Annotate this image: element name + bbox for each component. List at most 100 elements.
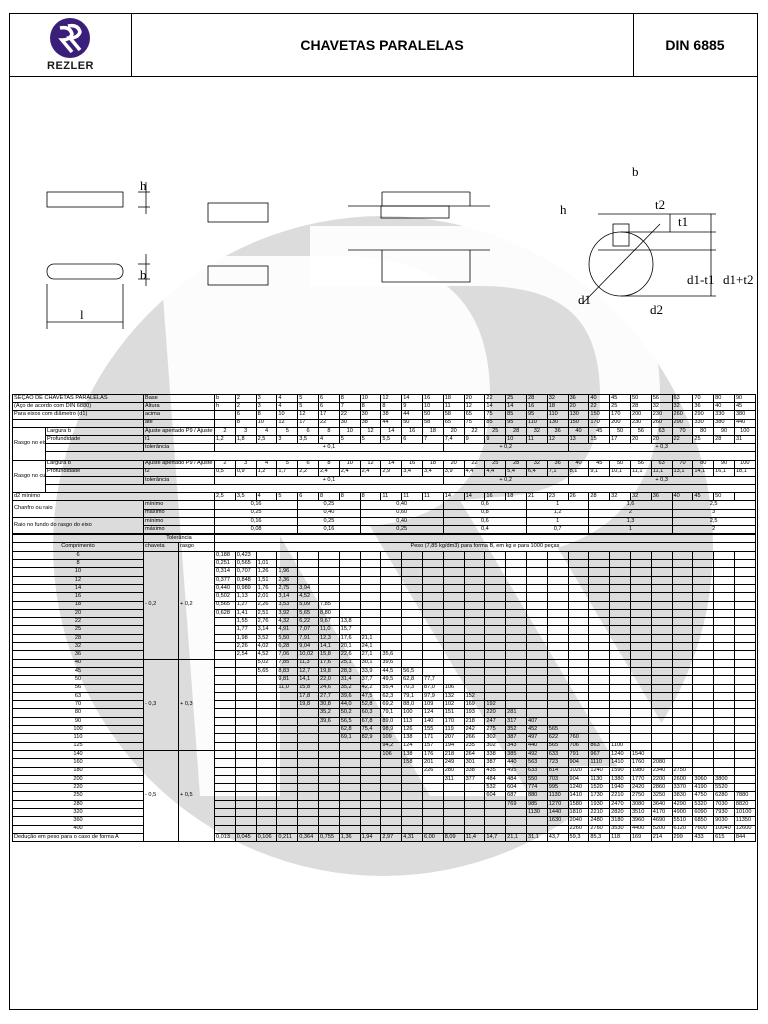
cell: 6,00 [421,832,444,843]
cell [442,807,465,818]
b-label-2: b [632,164,639,179]
cell: 495 [505,766,527,776]
cell [588,716,611,727]
cell [338,774,361,785]
cell: 1,7 [276,467,299,477]
cell [609,600,631,610]
cell [359,774,382,785]
cell: 62,3 [380,691,403,702]
cell: 7 [338,402,361,412]
cell: 3 [255,402,278,412]
cell [442,592,465,602]
cell [484,799,507,810]
cell [588,666,611,677]
cell [442,617,465,627]
cell [733,559,756,569]
cell [297,567,319,577]
cell [463,575,486,585]
t2-label: t2 [655,197,665,212]
cell: 36 [650,492,673,502]
cell: 622 [546,733,569,743]
cell: 21,1 [359,633,382,644]
cell [650,600,673,610]
cell [588,683,611,693]
cell: 301 [463,758,486,768]
cell [505,816,527,826]
cell [214,774,236,785]
cell [525,824,548,834]
cell: 44 [380,418,403,428]
cell [609,633,631,644]
cell [297,550,319,561]
cell [401,592,423,602]
cell: 16 [401,426,423,436]
length-cell: 25 [12,625,144,635]
cell [546,650,569,660]
cell: 45 [733,402,756,412]
length-cell: 360 [12,816,144,826]
cell [567,700,590,710]
cell [692,583,715,594]
cell: 3,9 [442,467,465,477]
cell [650,666,673,677]
cell: Largura b [44,459,145,469]
cell [380,799,403,810]
cell: 56,5 [401,666,423,677]
cell [733,608,756,619]
cell [629,575,652,585]
cell: 17,6 [317,658,340,668]
h-label-2: h [560,202,567,217]
cell: 8 [359,402,382,412]
cell [234,816,257,826]
spec-sheet: REZLER CHAVETAS PARALELAS DIN 6885 [9,13,758,1010]
cell [359,749,382,760]
cell: 14,1 [692,467,715,477]
cell [276,816,299,826]
cell [421,824,444,834]
cell [11,418,145,428]
cell [401,791,423,801]
cell [484,559,507,569]
cell: 3,14 [255,625,278,635]
cell: 0,565 [234,559,257,569]
cell: 633 [525,766,548,776]
cell [671,642,694,652]
cell: 22 [463,459,486,469]
cell: 1580 [567,799,590,810]
cell [588,633,611,644]
cell [297,799,319,810]
cell: 17 [609,434,631,445]
cell: 70 [692,393,715,404]
cell: 8 [234,418,257,428]
cell: 201 [421,758,444,768]
cell [338,559,361,569]
cell [214,799,236,810]
cell [463,550,486,561]
cell: 8,09 [442,832,465,843]
cell [567,650,590,660]
standard-code: DIN 6885 [665,37,725,53]
length-cell: 22 [12,617,144,627]
cell [421,666,444,677]
cell: 769 [505,799,527,810]
cell [45,451,756,461]
cell: 1,76 [255,583,278,594]
cell: 40 [713,402,735,412]
cell: 38 [380,410,403,420]
cell [463,559,486,569]
cell [629,642,652,652]
cell: 5 [276,492,299,502]
cell: 45 [609,393,631,404]
cell [525,592,548,602]
cell [317,550,340,561]
cell [338,600,361,610]
cell: 25 [609,402,631,412]
cell: 62,8 [401,675,423,685]
cell [629,666,652,677]
cell [234,733,257,743]
l-label: l [80,307,84,322]
